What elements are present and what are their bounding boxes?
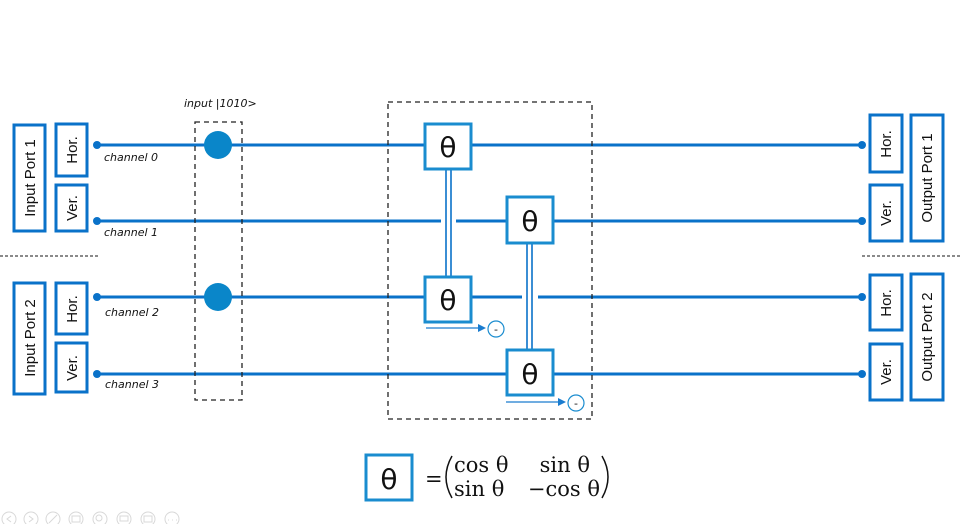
gate-theta-ch2: θ — [423, 275, 473, 324]
input-mode-hor-1: Hor. — [54, 122, 89, 178]
minus-circle-icon — [567, 394, 585, 412]
endpoint-dot — [858, 217, 866, 225]
input-state-label: input |1010> — [184, 97, 257, 110]
arrow-head-icon — [558, 398, 566, 406]
mode-label: Ver. — [878, 359, 895, 385]
wire-endpoints — [93, 141, 866, 378]
gate-theta-ch1: θ — [505, 195, 555, 245]
mode-label: Hor. — [64, 136, 81, 164]
matrix-cell-11: −cos θ — [528, 477, 600, 501]
mode-label: Hor. — [64, 295, 81, 323]
endpoint-dot — [93, 370, 101, 378]
minus-label: - — [574, 397, 578, 410]
input-mode-ver-2: Ver. — [54, 341, 89, 394]
output-mode-ver-2: Ver. — [868, 342, 904, 402]
minus-circle-icon — [487, 320, 505, 338]
channel-label-2: channel 2 — [105, 306, 159, 319]
output-port-2-label: Output Port 2 — [919, 292, 936, 381]
minus-label: - — [494, 323, 498, 336]
output-port-1-label: Output Port 1 — [919, 133, 936, 222]
endpoint-dot — [93, 293, 101, 301]
endpoint-dot — [858, 141, 866, 149]
left-paren — [445, 455, 453, 499]
endpoint-dot — [93, 217, 101, 225]
input-state-frame — [194, 121, 243, 401]
next-icon[interactable] — [23, 511, 39, 524]
legend-theta: θ — [380, 463, 397, 496]
minus-indicator-ch2: - — [426, 320, 505, 338]
theta-symbol: θ — [521, 205, 538, 238]
theta-symbol: θ — [439, 131, 456, 164]
output-port-2: Output Port 2 — [909, 272, 945, 402]
photon-dot — [204, 283, 232, 311]
matrix-cell-00: cos θ — [454, 453, 509, 477]
mode-label: Hor. — [878, 130, 895, 158]
mode-label: Hor. — [878, 289, 895, 317]
endpoint-dot — [858, 293, 866, 301]
output-mode-ver-1: Ver. — [868, 183, 904, 243]
zoom-icon[interactable] — [92, 511, 108, 524]
theta-symbol: θ — [439, 284, 456, 317]
gate-theta-ch3: θ — [505, 348, 555, 397]
coupler-0-2 — [445, 168, 452, 277]
coupler-1-3 — [526, 244, 533, 350]
slideshow-toolbar — [1, 511, 180, 524]
input-port-2: Input Port 2 — [12, 281, 47, 396]
mode-label: Ver. — [64, 195, 81, 221]
minus-indicator-ch3: - — [506, 394, 585, 412]
input-port-1-label: Input Port 1 — [22, 139, 39, 217]
gate-definition: θ = cos θ sin θ sin θ −cos θ — [364, 453, 609, 502]
pen-icon[interactable] — [45, 511, 61, 524]
channel-label-0: channel 0 — [104, 151, 158, 164]
channel-label-1: channel 1 — [104, 226, 158, 239]
gate-region-frame — [387, 101, 593, 420]
input-mode-ver-1: Ver. — [54, 183, 89, 233]
matrix-cell-10: sin θ — [454, 477, 504, 501]
hide-icon[interactable] — [140, 511, 156, 524]
slides-icon[interactable] — [68, 511, 84, 524]
right-paren — [601, 455, 609, 499]
channel-label-3: channel 3 — [105, 378, 159, 391]
mode-label: Ver. — [64, 355, 81, 381]
more-icon[interactable] — [164, 511, 180, 524]
legend-gate-box — [364, 453, 414, 502]
gate-theta-ch0: θ — [423, 122, 473, 171]
mode-label: Ver. — [878, 200, 895, 226]
output-port-1: Output Port 1 — [909, 113, 945, 243]
photon-dot — [204, 131, 232, 159]
previous-icon[interactable] — [1, 511, 17, 524]
matrix-cell-01: sin θ — [540, 453, 590, 477]
endpoint-dot — [858, 370, 866, 378]
theta-symbol: θ — [521, 358, 538, 391]
input-port-1: Input Port 1 — [12, 123, 47, 233]
subtitles-icon[interactable] — [116, 511, 132, 524]
output-mode-hor-2: Hor. — [868, 273, 904, 332]
endpoint-dot — [93, 141, 101, 149]
wires — [97, 143, 862, 376]
output-mode-hor-1: Hor. — [868, 113, 904, 174]
input-mode-hor-2: Hor. — [54, 281, 89, 336]
input-port-2-label: Input Port 2 — [22, 299, 39, 377]
equals-sign: = — [425, 467, 443, 491]
arrow-head-icon — [478, 324, 486, 332]
